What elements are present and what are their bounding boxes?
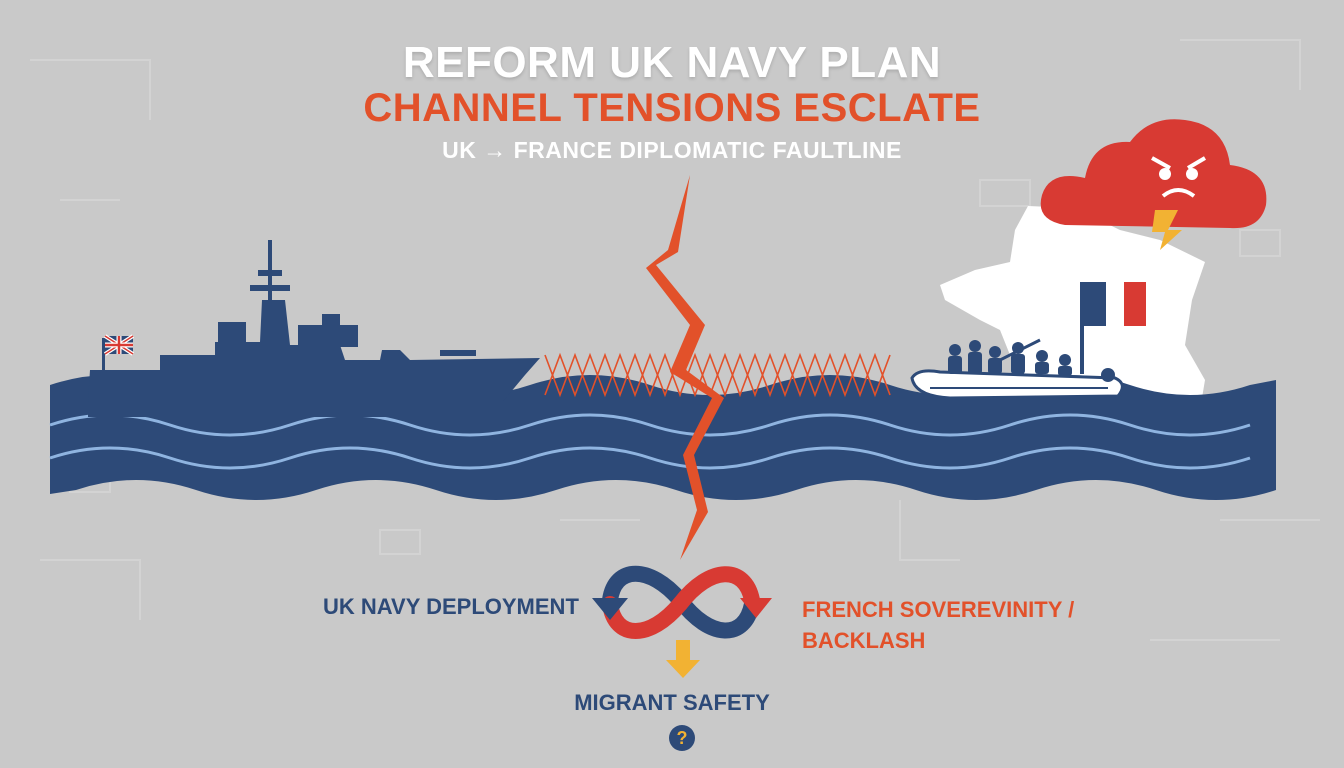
cycle-arrowhead-left — [592, 598, 628, 620]
question-icon: ? — [669, 725, 695, 751]
warship-icon — [88, 240, 540, 417]
lightning-crack-icon — [646, 175, 724, 560]
infinity-cycle-icon — [602, 565, 760, 639]
migrant-boat-icon — [910, 338, 1124, 400]
french-backlash-label: FRENCH SOVEREVINITY / BACKLASH — [802, 594, 1082, 656]
french-backlash-label-line1: FRENCH SOVEREVINITY / — [802, 597, 1075, 622]
french-flag-icon — [1080, 282, 1146, 374]
page-title: REFORM UK NAVY PLAN — [402, 38, 942, 87]
page-subtitle: CHANNEL TENSIONS ESCLATE — [363, 86, 981, 130]
uk-flag-icon — [102, 334, 135, 378]
uk-navy-deployment-label: UK NAVY DEPLOYMENT — [323, 594, 579, 619]
migrant-safety-label: MIGRANT SAFETY — [574, 690, 770, 715]
down-arrow-icon — [666, 640, 700, 678]
page-tagline: UK → FRANCE DIPLOMATIC FAULTLINE — [442, 137, 902, 163]
french-backlash-label-line2: BACKLASH — [802, 628, 926, 653]
cycle-arrowhead-right — [740, 598, 772, 618]
angry-cloud-icon — [1040, 119, 1267, 250]
razor-wire-icon — [544, 352, 891, 398]
